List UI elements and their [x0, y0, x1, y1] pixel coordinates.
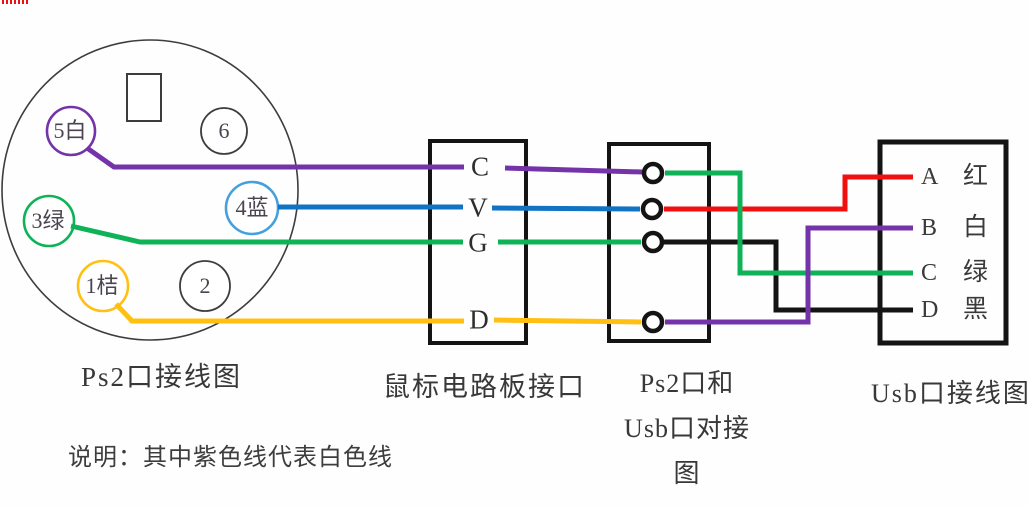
- pin-5-ring: [45, 105, 97, 157]
- green-wire-ps2-to-board: [70, 223, 463, 245]
- usb-pin-a-color: 红: [963, 163, 989, 190]
- bridge-caption-line2: Usb口对接: [624, 414, 750, 443]
- board-pin-c: C: [470, 151, 490, 182]
- pin-4-label: 4蓝: [235, 195, 269, 220]
- pin-6-ring: [200, 107, 248, 155]
- board-pin-v: V: [468, 192, 488, 223]
- bridge-port-2-ring: [640, 197, 664, 221]
- purple-wire-ps2-to-board: [85, 145, 464, 170]
- bridge-caption: Ps2口和 Usb口对接 图: [597, 361, 777, 496]
- pin-3-ring: [22, 194, 76, 248]
- pin-5-label: 5白: [53, 118, 87, 143]
- bridge-port-1-ring: [641, 161, 665, 185]
- purple-wire-board-to-bridge: [504, 165, 643, 175]
- usb-pin-c-letter: C: [921, 260, 938, 286]
- note-text: 说明：其中紫色线代表白色线: [68, 445, 393, 471]
- orange-wire-ps2-to-board: [114, 302, 464, 324]
- usb-pin-d-color: 黑: [963, 296, 989, 323]
- board-caption: 鼠标电路板接口: [383, 372, 586, 402]
- black-wire-bridge-to-usb: [664, 239, 913, 313]
- usb-box: [877, 139, 1009, 346]
- orange-wire-board-to-bridge: [493, 317, 642, 325]
- board-pin-g: G: [468, 227, 488, 258]
- bridge-port-3-ring: [641, 230, 665, 254]
- pin-3-label: 3绿: [31, 208, 65, 233]
- pin-1-ring: [76, 259, 130, 313]
- bridge-caption-line1: Ps2口和: [639, 369, 735, 398]
- bridge-port-4-ring: [641, 310, 665, 334]
- usb-caption: Usb口接线图: [871, 379, 1029, 408]
- usb-pin-c-color: 绿: [963, 259, 989, 286]
- bridge-caption-line3: 图: [673, 459, 701, 488]
- pin-2-label: 2: [199, 273, 211, 298]
- ps2-caption: Ps2口接线图: [81, 362, 243, 392]
- green-wire-bridge-to-usb: [665, 170, 913, 276]
- pin-1-label: 1桔: [85, 273, 119, 298]
- red-wire-bridge-to-usb: [664, 174, 913, 212]
- usb-pin-b-color: 白: [963, 214, 989, 241]
- usb-pin-b-letter: B: [921, 215, 938, 241]
- usb-pin-d-letter: D: [921, 297, 939, 323]
- key-notch: [126, 73, 162, 122]
- red-dots-mark: [2, 0, 30, 4]
- pin-2-ring: [179, 260, 231, 312]
- blue-wire-board-to-bridge: [491, 205, 641, 212]
- pin-6-label: 6: [218, 118, 230, 143]
- ps2-connector-outline: [1, 39, 299, 341]
- usb-pin-a-letter: A: [921, 164, 939, 190]
- board-pin-d: D: [469, 304, 489, 335]
- purple-wire-bridge-to-usb: [665, 225, 913, 325]
